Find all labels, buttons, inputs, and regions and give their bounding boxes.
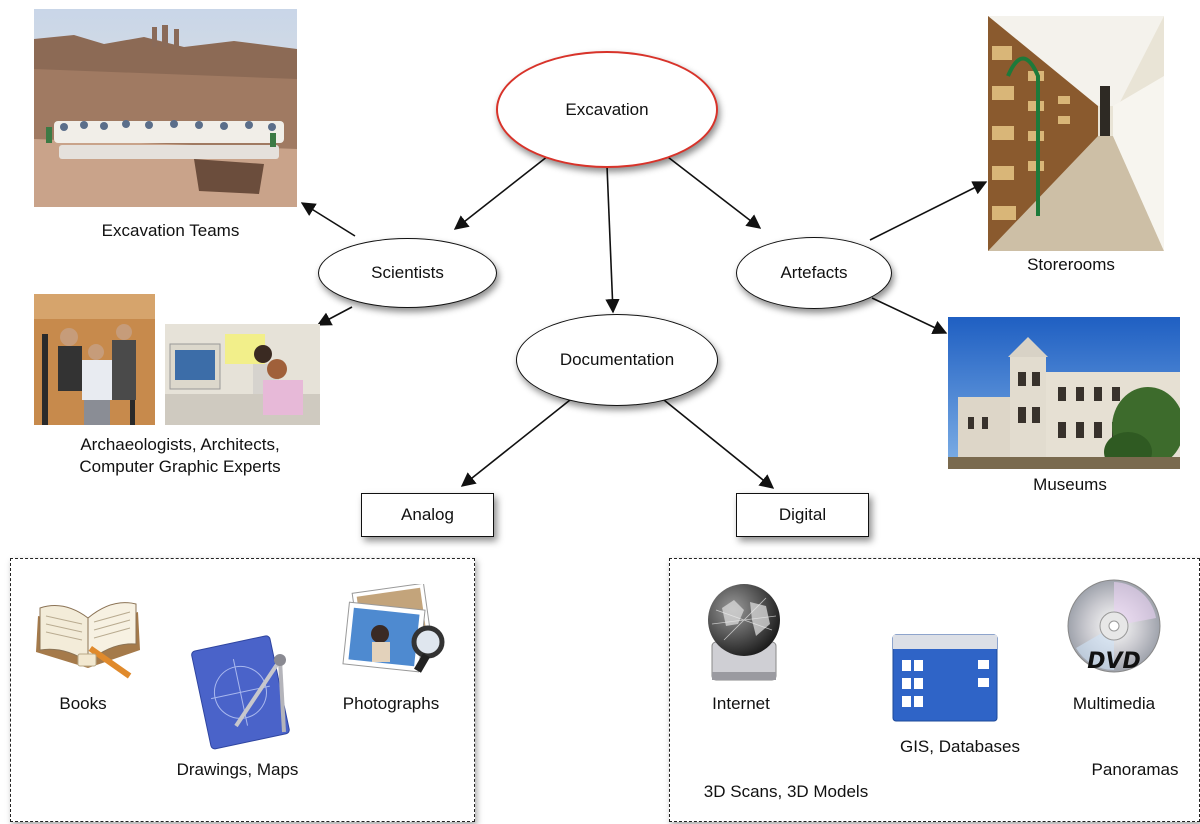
edge-excavation-scientists	[453, 155, 549, 230]
label-panoramas: Panoramas	[1091, 760, 1179, 779]
edge-scientists-experts	[316, 306, 353, 326]
node-analog-label: Analog	[401, 505, 454, 524]
node-digital: Digital	[736, 493, 869, 537]
label-internet: Internet	[712, 694, 770, 713]
node-scientists-label: Scientists	[371, 263, 444, 282]
label-multimedia: Multimedia	[1072, 694, 1156, 713]
dvd-disc-icon: DVD	[1066, 578, 1162, 678]
node-artefacts: Artefacts	[736, 237, 892, 309]
edge-excavation-artefacts	[663, 153, 762, 229]
globe-server-icon	[704, 580, 784, 688]
label-gis-databases: GIS, Databases	[899, 737, 1020, 756]
caption-experts-line2: Computer Graphic Experts	[79, 457, 281, 476]
edge-artefacts-museums	[871, 297, 948, 334]
node-excavation-label: Excavation	[565, 99, 649, 119]
book-icon	[32, 588, 144, 680]
label-drawings: Drawings, Maps	[176, 760, 299, 779]
museums-photo	[948, 317, 1180, 469]
label-photographs: Photographs	[342, 694, 440, 713]
node-documentation-label: Documentation	[559, 350, 675, 369]
storerooms-photo	[988, 16, 1164, 251]
edge-documentation-analog	[460, 399, 571, 487]
node-digital-label: Digital	[778, 505, 827, 524]
node-excavation: Excavation	[496, 51, 718, 168]
label-books: Books	[59, 694, 107, 713]
node-scientists: Scientists	[318, 238, 497, 308]
edge-documentation-digital	[663, 399, 775, 489]
edge-excavation-documentation	[605, 165, 620, 314]
photo-magnifier-icon	[340, 584, 452, 684]
experts-computer-photo	[165, 324, 320, 425]
edge-artefacts-storerooms	[869, 181, 988, 241]
drafting-compass-icon	[188, 628, 296, 752]
caption-museums: Museums	[1033, 475, 1107, 494]
caption-experts-line1: Archaeologists, Architects,	[80, 435, 280, 454]
edge-scientists-teams	[300, 202, 356, 237]
label-3d-scans: 3D Scans, 3D Models	[703, 782, 869, 801]
database-window-icon	[892, 634, 998, 722]
svg-text:DVD: DVD	[1087, 649, 1141, 674]
excavation-team-photo	[34, 9, 297, 207]
node-documentation: Documentation	[516, 314, 718, 406]
caption-storerooms: Storerooms	[1027, 255, 1115, 274]
caption-excavation-teams: Excavation Teams	[101, 221, 240, 240]
node-artefacts-label: Artefacts	[780, 263, 848, 282]
node-analog: Analog	[361, 493, 494, 537]
experts-camera-photo	[34, 294, 155, 425]
